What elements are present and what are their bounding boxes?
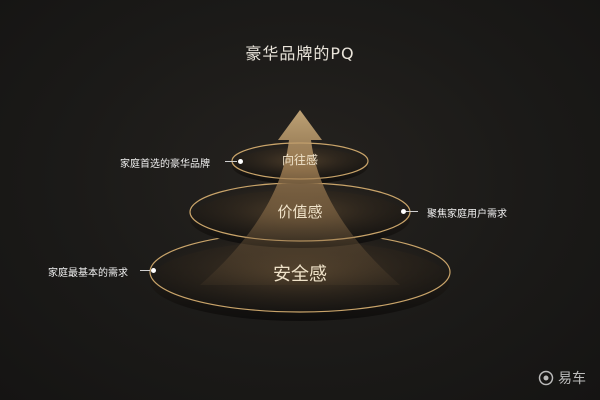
leader-line-middle-right [406, 211, 418, 212]
page-title: 豪华品牌的PQ [245, 44, 355, 63]
leader-dot-top-left [238, 159, 243, 164]
upward-arrow-icon [200, 110, 400, 285]
annotation-middle-right: 聚焦家庭用户需求 [427, 209, 507, 220]
yiche-logo-icon [538, 370, 554, 386]
watermark: 易车 [538, 368, 586, 388]
leader-dot-middle-right [401, 209, 406, 214]
annotation-top-left: 家庭首选的豪华品牌 [120, 159, 210, 170]
leader-line-top-left [225, 161, 237, 162]
leader-line-bottom-left [140, 270, 150, 271]
tier-label-middle: 价值感 [277, 203, 323, 221]
tier-label-top: 向往感 [281, 153, 318, 167]
watermark-text: 易车 [558, 371, 586, 387]
leader-dot-bottom-left [151, 268, 156, 273]
annotation-bottom-left: 家庭最基本的需求 [48, 268, 128, 279]
tier-label-bottom: 安全感 [273, 264, 327, 285]
